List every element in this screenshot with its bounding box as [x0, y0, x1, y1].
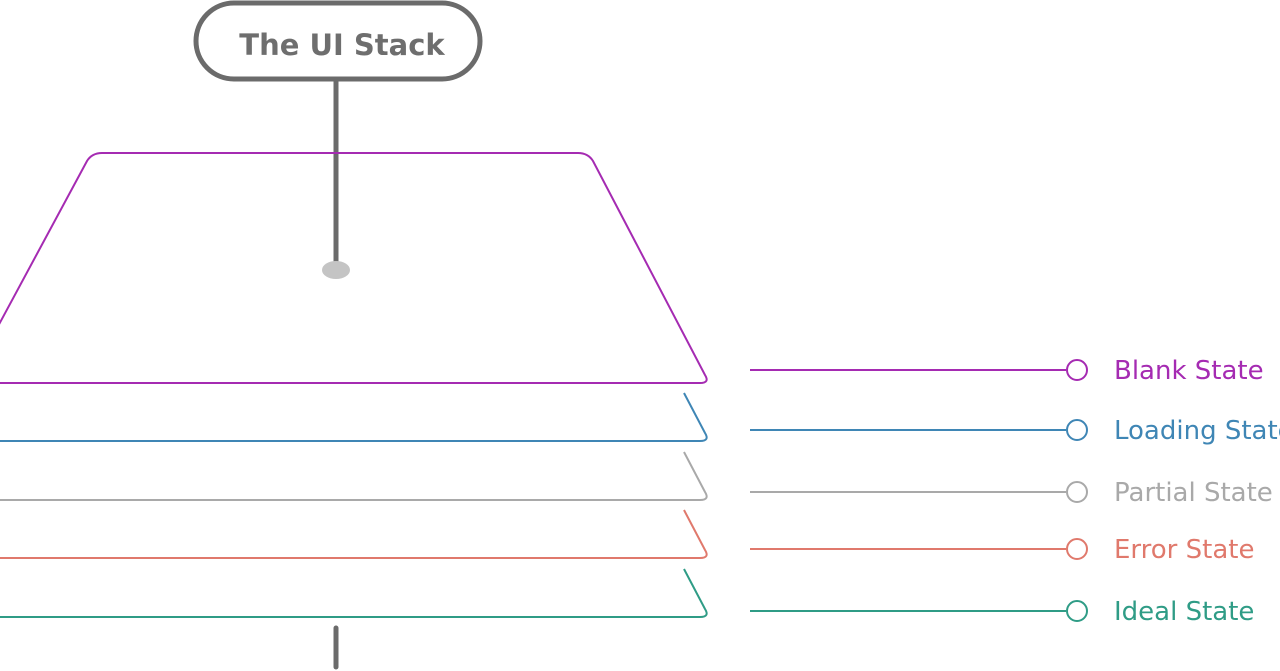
legend-connector-circle: [1066, 419, 1088, 441]
legend-blank-state: Blank State: [750, 356, 1264, 386]
legend-error-state: Error State: [750, 535, 1254, 565]
legend-connector-circle: [1066, 359, 1088, 381]
stem-end-dot: [322, 261, 350, 279]
legend-label-loading: Loading State: [1114, 416, 1280, 446]
layer-partial-outline: [0, 451, 708, 501]
legend-connector-circle: [1066, 600, 1088, 622]
legend-connector-circle: [1066, 481, 1088, 503]
legend-label-ideal: Ideal State: [1114, 597, 1254, 627]
legend-partial-state: Partial State: [750, 478, 1273, 508]
legend-ideal-state: Ideal State: [750, 597, 1254, 627]
diagram-title: The UI Stack: [239, 28, 445, 62]
layer-error-outline: [0, 509, 708, 559]
title-pill-border: [193, 0, 483, 82]
legend-loading-state: Loading State: [750, 416, 1280, 446]
legend-label-blank: Blank State: [1114, 356, 1264, 386]
legend-connector-circle: [1066, 538, 1088, 560]
title-pill: The UI Stack: [193, 0, 483, 82]
layer-blank-outline: [0, 152, 708, 384]
legend-label-error: Error State: [1114, 535, 1254, 565]
layer-loading-outline: [0, 392, 708, 442]
layer-ideal-outline: [0, 568, 708, 618]
legend-label-partial: Partial State: [1114, 478, 1273, 508]
